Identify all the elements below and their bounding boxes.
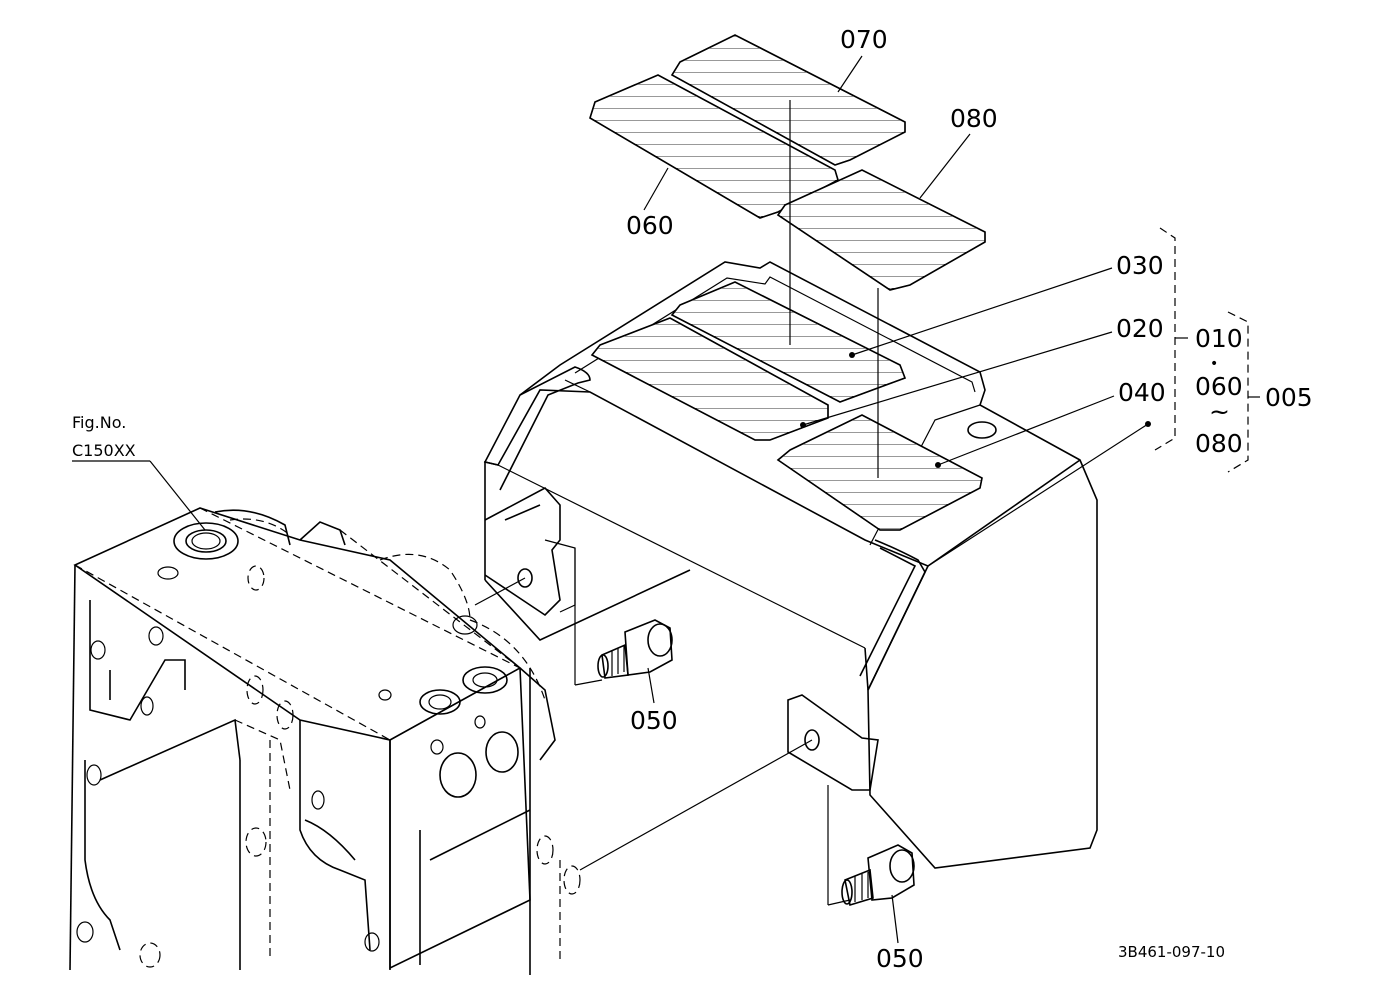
callout-050-lower-label: 050 xyxy=(876,944,924,973)
callout-070-label: 070 xyxy=(840,25,888,54)
assembly-bracket: 010 • 060 ~ 080 005 xyxy=(1154,227,1313,473)
callout-040-label: 040 xyxy=(1118,378,1166,407)
fig-no-title: Fig.No. xyxy=(72,413,126,432)
label-decal-040 xyxy=(776,414,983,531)
kit-080-label: 080 xyxy=(1195,429,1243,458)
label-decal-070 xyxy=(670,34,906,166)
callout-080-label: 080 xyxy=(950,104,998,133)
callout-050-upper-label: 050 xyxy=(630,706,678,735)
alignment-lines xyxy=(474,100,879,906)
label-decal-020 xyxy=(590,317,829,441)
callout-060-label: 060 xyxy=(626,211,674,240)
transmission-housing xyxy=(69,507,581,975)
bolt-050-lower xyxy=(841,844,915,907)
label-decal-030 xyxy=(670,281,907,403)
callout-050-lower: 050 xyxy=(876,894,924,973)
kit-010-label: 010 xyxy=(1195,324,1243,353)
callout-050-upper: 050 xyxy=(630,667,678,735)
callout-cover xyxy=(927,421,1151,567)
callout-030: 030 xyxy=(849,251,1164,358)
kit-dot-label: • xyxy=(1210,356,1218,372)
callout-060: 060 xyxy=(626,167,674,240)
callout-020: 020 xyxy=(800,314,1164,428)
callout-020-label: 020 xyxy=(1116,314,1164,343)
callout-030-label: 030 xyxy=(1116,251,1164,280)
callout-070: 070 xyxy=(837,25,888,93)
fig-number-callout: Fig.No. C150XX xyxy=(72,413,206,531)
cover-panel xyxy=(483,261,1098,869)
kit-tilde-label: ~ xyxy=(1209,397,1230,426)
fig-no-code: C150XX xyxy=(72,441,136,460)
label-decal-080 xyxy=(776,169,986,291)
drawing-number: 3B461-097-10 xyxy=(1118,943,1225,961)
callout-040: 040 xyxy=(935,378,1166,468)
callout-080: 080 xyxy=(919,104,998,199)
kit-060-label: 060 xyxy=(1195,372,1243,401)
assembly-005-label: 005 xyxy=(1265,383,1313,412)
bolt-050-upper xyxy=(597,619,673,679)
